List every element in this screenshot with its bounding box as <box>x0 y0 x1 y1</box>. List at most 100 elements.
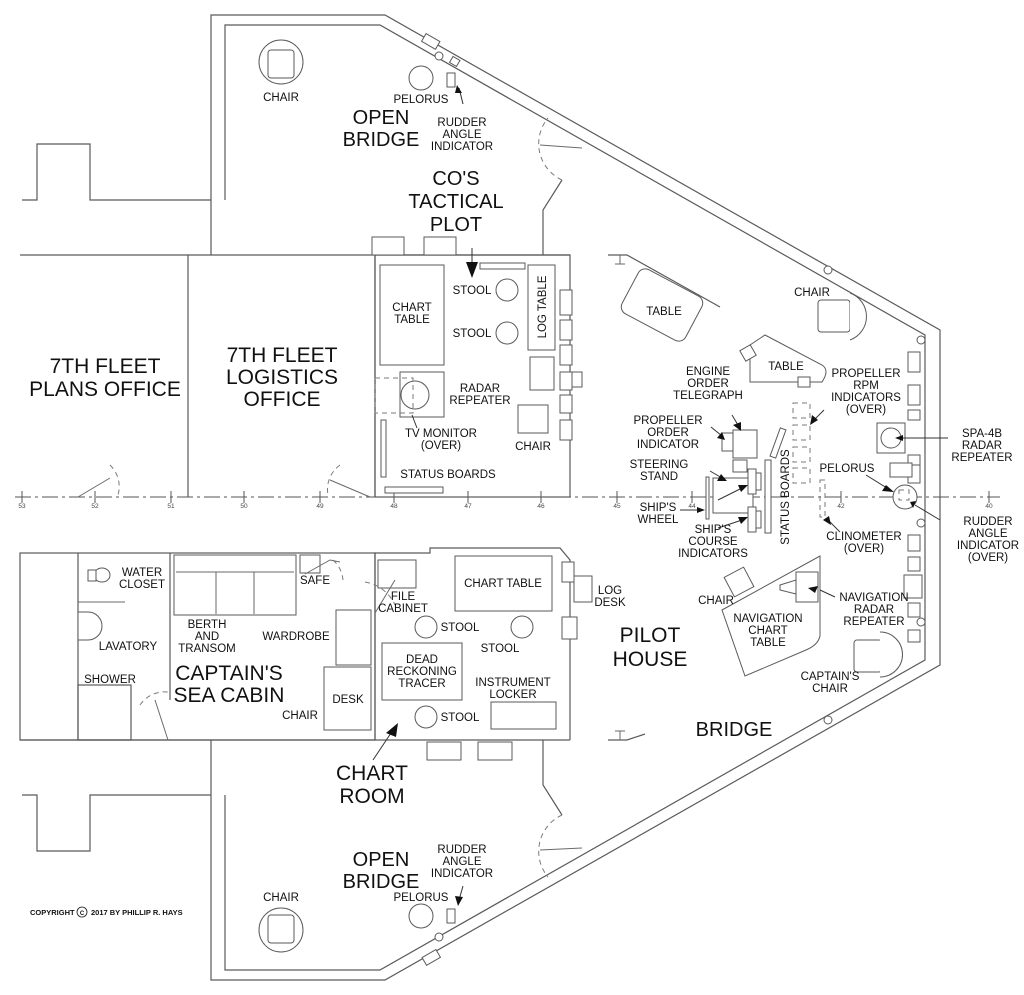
room-bridge: BRIDGE <box>696 719 773 741</box>
label-stool: STOOL <box>481 643 520 655</box>
pilot-house-partition <box>538 117 583 878</box>
label-safe: SAFE <box>300 575 330 587</box>
frame-number: 44 <box>688 503 696 510</box>
desk <box>323 666 372 731</box>
label-chair: CHAIR <box>698 595 734 607</box>
frame-number: 40 <box>985 503 993 510</box>
stool <box>510 615 534 639</box>
wall-console <box>907 534 921 552</box>
label-lavatory: LAVATORY <box>99 641 158 653</box>
captains-sea-cabin <box>19 552 376 741</box>
open-bridge-furniture <box>258 32 461 967</box>
wall-console <box>907 384 921 406</box>
dead-reckoning-tracer <box>381 642 463 701</box>
frame-number: 49 <box>316 503 324 510</box>
frame-number: 53 <box>18 503 26 510</box>
label-chair: CHAIR <box>263 892 299 904</box>
label-chair: CHAIR <box>282 710 318 722</box>
label-chair: CHAIR <box>263 92 299 104</box>
copyright-symbol-icon <box>76 906 88 918</box>
pelorus <box>408 65 434 91</box>
instrument-locker <box>490 701 557 730</box>
label-table: TABLE <box>646 306 682 318</box>
label-shower: SHOWER <box>84 674 136 686</box>
frame-number: 52 <box>91 503 99 510</box>
label-pelorus: PELORUS <box>820 463 875 475</box>
wall-consoles <box>903 351 923 643</box>
wall-console <box>907 629 921 643</box>
label-chart-table: CHART TABLE <box>464 578 542 590</box>
copyright-symbol: C <box>80 911 85 917</box>
label-pelorus: PELORUS <box>394 892 449 904</box>
label-status-boards: STATUS BOARDS <box>400 469 496 481</box>
berth <box>173 554 297 616</box>
chart-table <box>379 264 445 366</box>
wall-console <box>907 351 921 373</box>
label-table: TABLE <box>768 361 804 373</box>
pelorus <box>408 903 434 929</box>
frame-number: 46 <box>537 503 545 510</box>
copyright-notice: COPYRIGHT C 2017 BY PHILLIP R. HAYS <box>30 906 183 918</box>
label-pelorus: PELORUS <box>394 94 449 106</box>
frame-number: 51 <box>167 503 175 510</box>
label-stool: STOOL <box>453 328 492 340</box>
label-desk: DESK <box>332 694 364 706</box>
stool <box>495 278 519 302</box>
copyright-prefix: COPYRIGHT <box>30 908 75 917</box>
pilot-house <box>608 254 926 741</box>
label-chair: CHAIR <box>794 287 830 299</box>
label-chair: CHAIR <box>515 441 551 453</box>
stool <box>495 321 519 345</box>
wall-console <box>907 409 921 421</box>
wall-console <box>903 574 923 599</box>
wall-console <box>907 556 921 572</box>
label-clinometer: CLINOMETER(OVER) <box>826 531 901 555</box>
table <box>749 334 827 383</box>
stool <box>414 615 438 639</box>
captains-chair <box>853 639 883 673</box>
status-board <box>384 486 444 494</box>
steering-stand <box>712 477 754 514</box>
chair <box>817 299 851 333</box>
label-stool: STOOL <box>441 712 480 724</box>
label-status-boards: STATUS BOARDS <box>780 449 792 545</box>
log-table <box>527 264 556 351</box>
label-wardrobe: WARDROBE <box>262 631 330 643</box>
annotation-arrows <box>372 85 948 906</box>
copyright-text: 2017 BY PHILLIP R. HAYS <box>91 908 183 917</box>
tactical-plot-room <box>371 236 583 498</box>
file-cabinet <box>377 559 417 589</box>
chart-room <box>304 547 593 761</box>
frame-number: 48 <box>390 503 398 510</box>
status-boards <box>764 459 772 534</box>
frame-number: 42 <box>837 503 845 510</box>
lavatory-icon <box>77 611 103 641</box>
label-tv-monitor: TV MONITOR(OVER) <box>405 428 477 452</box>
ships-wheel <box>705 476 710 520</box>
label-stool: STOOL <box>441 622 480 634</box>
frame-number: 50 <box>240 503 248 510</box>
